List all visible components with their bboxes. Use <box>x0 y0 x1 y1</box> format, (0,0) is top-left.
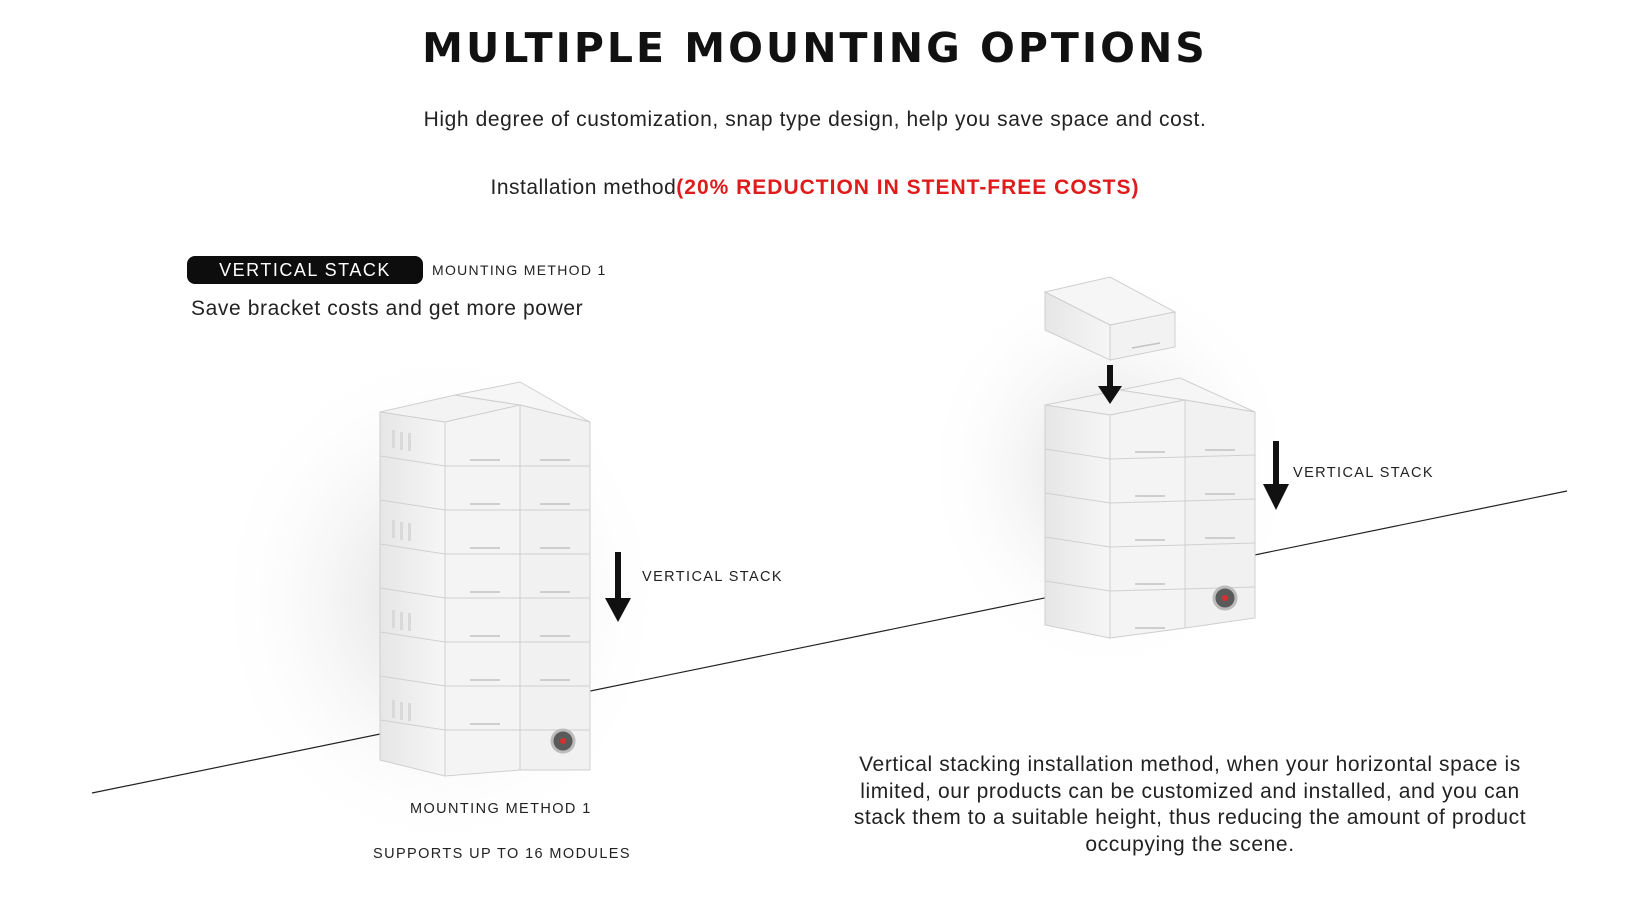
mounting-method-label: MOUNTING METHOD 1 <box>432 262 607 278</box>
left-arrow-label: VERTICAL STACK <box>642 569 784 585</box>
vertical-stack-badge: VERTICAL STACK <box>187 256 423 284</box>
cost-reduction-highlight: (20% REDUCTION IN STENT-FREE COSTS) <box>676 176 1140 199</box>
method-lead-text: Save bracket costs and get more power <box>191 297 584 320</box>
installation-method-label: Installation method <box>490 176 677 199</box>
floor-line <box>91 490 1568 794</box>
right-down-arrow-icon <box>1263 441 1289 510</box>
floating-module <box>1043 276 1177 361</box>
right-arrow-label: VERTICAL STACK <box>1293 465 1435 481</box>
right-module-stack <box>1044 377 1256 639</box>
method-description: Vertical stacking installation method, w… <box>853 753 1527 856</box>
installation-method-line: Installation method(20% REDUCTION IN STE… <box>0 176 1630 200</box>
page-title: MULTIPLE MOUNTING OPTIONS <box>422 24 1208 72</box>
left-down-arrow-icon <box>605 552 631 622</box>
page-subtitle: High degree of customization, snap type … <box>423 108 1207 131</box>
left-caption-method: MOUNTING METHOD 1 <box>410 801 592 817</box>
top-down-arrow-icon <box>1098 365 1122 404</box>
left-caption-capacity: SUPPORTS UP TO 16 MODULES <box>373 846 631 862</box>
left-module-stack <box>379 381 591 777</box>
